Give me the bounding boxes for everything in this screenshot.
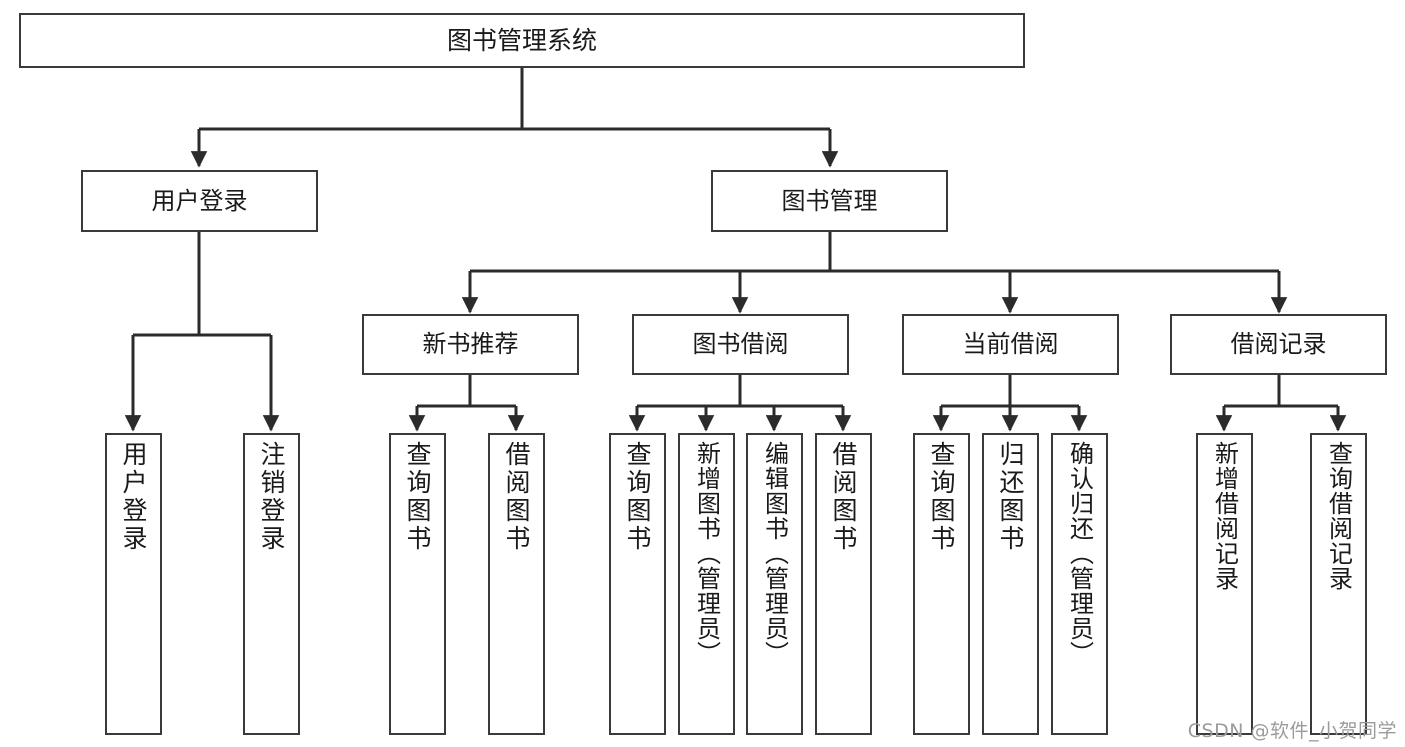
node-subbranch-new-book-recommend-label: 新书推荐 xyxy=(422,330,519,359)
node-leaf-user-login-login[interactable]: 用户登录 xyxy=(105,433,162,735)
node-branch-user-login[interactable]: 用户登录 xyxy=(81,170,318,232)
node-leaf-new-book-borrow[interactable]: 借阅图书 xyxy=(488,433,545,735)
node-leaf-new-book-query[interactable]: 查询图书 xyxy=(389,433,446,735)
node-subbranch-current-borrow-label: 当前借阅 xyxy=(962,330,1059,359)
node-leaf-book-borrow-edit-label: 编辑图书（管理员） xyxy=(760,441,789,666)
node-leaf-current-borrow-return[interactable]: 归还图书 xyxy=(982,433,1039,735)
node-leaf-book-borrow-add-label: 新增图书（管理员） xyxy=(692,441,721,666)
node-leaf-borrow-record-add[interactable]: 新增借阅记录 xyxy=(1196,433,1253,735)
node-root-system[interactable]: 图书管理系统 xyxy=(19,13,1025,68)
node-branch-user-login-label: 用户登录 xyxy=(151,186,248,215)
node-leaf-book-borrow-query-label: 查询图书 xyxy=(623,441,652,553)
node-subbranch-current-borrow[interactable]: 当前借阅 xyxy=(902,314,1119,375)
node-leaf-book-borrow-borrow[interactable]: 借阅图书 xyxy=(815,433,872,735)
node-leaf-current-borrow-confirm-label: 确认归还（管理员） xyxy=(1065,441,1094,666)
node-subbranch-borrow-record-label: 借阅记录 xyxy=(1230,330,1327,359)
node-leaf-user-login-logout[interactable]: 注销登录 xyxy=(243,433,300,735)
node-subbranch-borrow-record[interactable]: 借阅记录 xyxy=(1170,314,1387,375)
node-leaf-borrow-record-query-label: 查询借阅记录 xyxy=(1324,441,1353,591)
node-leaf-book-borrow-add[interactable]: 新增图书（管理员） xyxy=(678,433,735,735)
node-subbranch-book-borrow[interactable]: 图书借阅 xyxy=(632,314,849,375)
node-root-label: 图书管理系统 xyxy=(446,25,597,55)
node-branch-book-management[interactable]: 图书管理 xyxy=(711,170,948,232)
node-subbranch-book-borrow-label: 图书借阅 xyxy=(692,330,789,359)
node-subbranch-new-book-recommend[interactable]: 新书推荐 xyxy=(362,314,579,375)
node-leaf-current-borrow-query[interactable]: 查询图书 xyxy=(913,433,970,735)
node-leaf-borrow-record-query[interactable]: 查询借阅记录 xyxy=(1310,433,1367,735)
node-leaf-book-borrow-borrow-label: 借阅图书 xyxy=(829,441,858,553)
node-leaf-new-book-query-label: 查询图书 xyxy=(403,441,432,553)
watermark-text: CSDN @软件_小贺同学 xyxy=(1187,720,1397,742)
node-leaf-book-borrow-query[interactable]: 查询图书 xyxy=(609,433,666,735)
node-leaf-book-borrow-edit[interactable]: 编辑图书（管理员） xyxy=(746,433,803,735)
node-leaf-user-login-login-label: 用户登录 xyxy=(119,441,148,553)
node-branch-book-management-label: 图书管理 xyxy=(781,186,878,215)
node-leaf-user-login-logout-label: 注销登录 xyxy=(257,441,286,553)
node-leaf-new-book-borrow-label: 借阅图书 xyxy=(502,441,531,553)
node-leaf-borrow-record-add-label: 新增借阅记录 xyxy=(1210,441,1239,591)
node-leaf-current-borrow-confirm[interactable]: 确认归还（管理员） xyxy=(1051,433,1108,735)
node-leaf-current-borrow-query-label: 查询图书 xyxy=(927,441,956,553)
node-leaf-current-borrow-return-label: 归还图书 xyxy=(996,441,1025,553)
